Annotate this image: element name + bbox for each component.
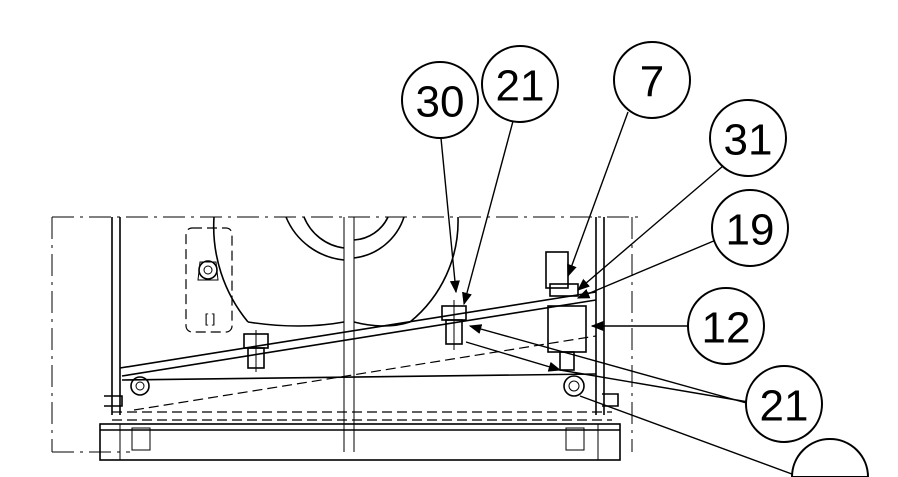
callout-7: 7 (613, 41, 691, 119)
junction-box: [ ] (185, 227, 233, 333)
base-rail (99, 423, 621, 461)
svg-text:[ ]: [ ] (205, 311, 216, 326)
mounting-plate (112, 291, 612, 421)
callout-12-label: 12 (702, 304, 751, 353)
callout-7-label: 7 (640, 58, 664, 107)
callout-19: 19 (711, 189, 789, 267)
callout-partial (790, 438, 870, 477)
callout-31-label: 31 (724, 116, 773, 165)
fastener-corner-right (563, 375, 619, 451)
callout-30: 30 (401, 61, 479, 139)
callout-19-label: 19 (726, 206, 775, 255)
callout-31: 31 (709, 99, 787, 177)
leader-lines (439, 109, 801, 477)
fastener-left (243, 330, 269, 372)
callout-21-top-label: 21 (496, 62, 545, 111)
housing-outline (51, 216, 640, 453)
fan-wheel (212, 216, 459, 327)
callout-30-label: 30 (416, 78, 465, 127)
callout-21-bottom-label: 21 (760, 382, 809, 431)
callout-21-bottom: 21 (745, 365, 823, 443)
fastener-center (441, 300, 467, 350)
callout-21-top: 21 (481, 45, 559, 123)
fastener-corner-left (104, 376, 151, 451)
callout-12: 12 (687, 287, 765, 365)
